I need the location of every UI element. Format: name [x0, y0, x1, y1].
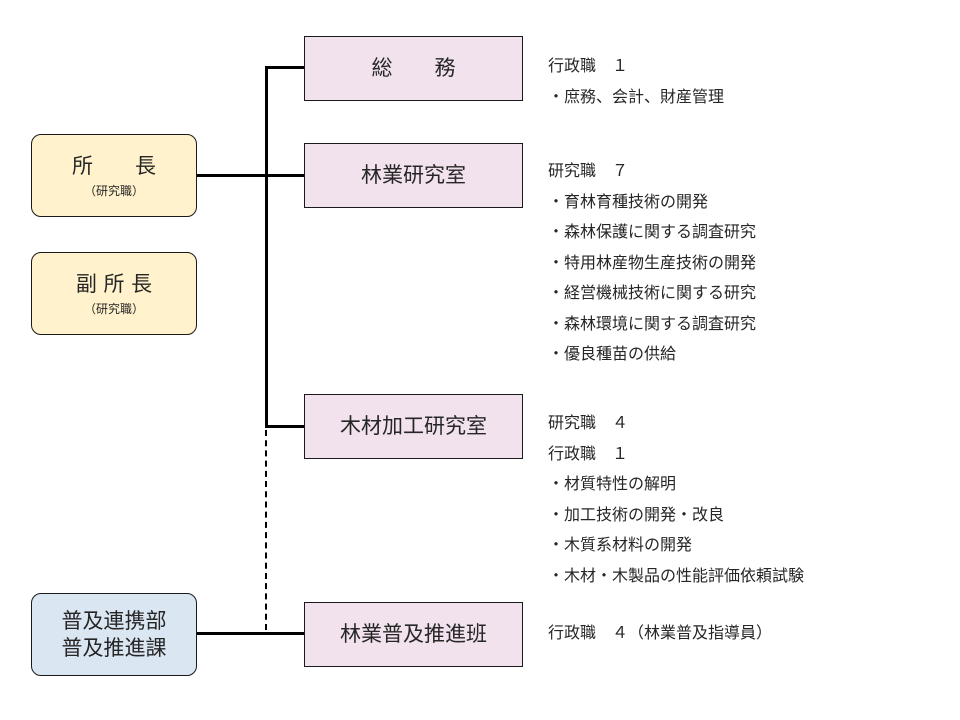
connector-outreach — [196, 632, 305, 635]
dept-box-forestry-lab: 林業研究室 — [304, 143, 523, 208]
director-subtitle: （研究職） — [83, 184, 144, 199]
outreach-box: 普及連携部 普及推進課 — [31, 593, 197, 676]
dept-details-general-affairs: 行政職 １ ・庶務、会計、財産管理 — [548, 51, 724, 112]
dept-details-extension-team: 行政職 ４（林業普及指導員） — [548, 618, 772, 649]
director-title: 所 長 — [72, 153, 156, 178]
vice-director-title: 副 所 長 — [75, 271, 153, 296]
outreach-line1: 普及連携部 — [61, 609, 167, 634]
detail-line: 研究職 ７ — [548, 161, 629, 180]
dashed-link-line — [265, 430, 267, 630]
detail-line: ・加工技術の開発・改良 — [548, 504, 725, 524]
connector-director — [196, 174, 305, 177]
dept-details-forestry-lab: 研究職 ７ ・育林育種技術の開発 ・森林保護に関する調査研究 ・特用林産物生産技… — [548, 156, 756, 370]
dept-name-forestry-lab: 林業研究室 — [361, 162, 466, 187]
dept-name-wood-lab: 木材加工研究室 — [340, 413, 487, 438]
detail-line: ・木材・木製品の性能評価依頼試験 — [548, 565, 805, 585]
dept-details-wood-lab: 研究職 ４ 行政職 １ ・材質特性の解明 ・加工技術の開発・改良 ・木質系材料の… — [548, 408, 804, 591]
outreach-line2: 普及推進課 — [61, 635, 167, 660]
dept-box-general-affairs: 総 務 — [304, 36, 523, 101]
connector-wood-lab — [265, 425, 305, 428]
detail-line: 行政職 ４（林業普及指導員） — [548, 623, 773, 642]
detail-line: ・森林保護に関する調査研究 — [548, 222, 757, 241]
director-box: 所 長 （研究職） — [31, 134, 197, 217]
connector-general-affairs — [265, 66, 305, 69]
dept-box-extension-team: 林業普及推進班 — [304, 602, 523, 667]
detail-line: 行政職 １ — [548, 443, 629, 463]
detail-line: ・森林環境に関する調査研究 — [548, 313, 757, 333]
detail-line: ・庶務、会計、財産管理 — [548, 86, 725, 106]
dept-name-extension-team: 林業普及推進班 — [340, 621, 487, 646]
vice-director-box: 副 所 長 （研究職） — [31, 252, 197, 335]
detail-line: ・育林育種技術の開発 — [548, 191, 709, 211]
detail-line: 研究職 ４ — [548, 413, 629, 432]
dept-box-wood-lab: 木材加工研究室 — [304, 394, 523, 459]
detail-line: ・材質特性の解明 — [548, 474, 677, 493]
dept-name-general-affairs: 総 務 — [371, 55, 456, 80]
detail-line: 行政職 １ — [548, 56, 629, 75]
detail-line: ・経営機械技術に関する研究 — [548, 283, 757, 302]
detail-line: ・木質系材料の開発 — [548, 535, 693, 554]
detail-line: ・特用林産物生産技術の開発 — [548, 252, 757, 272]
detail-line: ・優良種苗の供給 — [548, 344, 677, 363]
trunk-line — [265, 66, 268, 428]
vice-director-subtitle: （研究職） — [83, 302, 144, 317]
